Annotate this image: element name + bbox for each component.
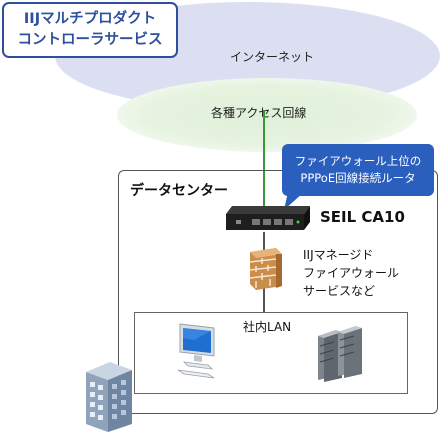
firewall-label-line2: ファイアウォール: [303, 266, 400, 280]
lan-label: 社内LAN: [243, 320, 292, 334]
service-title-line2: コントローラサービス: [17, 32, 163, 48]
router-label: SEIL CA10: [320, 208, 405, 226]
service-title-line1: IIJマルチプロダクト: [23, 11, 157, 27]
building-icon: [86, 362, 132, 432]
service-title-box: IIJマルチプロダクト コントローラサービス: [2, 2, 178, 58]
callout-line2: PPPoE回線接続ルータ: [300, 171, 416, 185]
firewall-label-line3: サービスなど: [303, 284, 376, 298]
firewall-label: IIJマネージド ファイアウォール サービスなど: [303, 246, 399, 300]
datacenter-label: データセンター: [130, 183, 228, 199]
router-icon: [226, 206, 310, 230]
router-callout: ファイアウォール上位の PPPoE回線接続ルータ: [282, 144, 434, 196]
callout-pointer: [284, 192, 304, 210]
firewall-label-line1: IIJマネージド: [303, 248, 374, 262]
firewall-icon: [249, 248, 282, 290]
internet-label: インターネット: [230, 50, 315, 64]
pc-icon: [177, 323, 215, 379]
datacenter-box: [118, 170, 438, 414]
access-line-label: 各種アクセス回線: [211, 106, 307, 120]
callout-line1: ファイアウォール上位の: [294, 154, 422, 168]
access-line-cloud: [117, 78, 417, 152]
server-icon: [318, 326, 362, 382]
